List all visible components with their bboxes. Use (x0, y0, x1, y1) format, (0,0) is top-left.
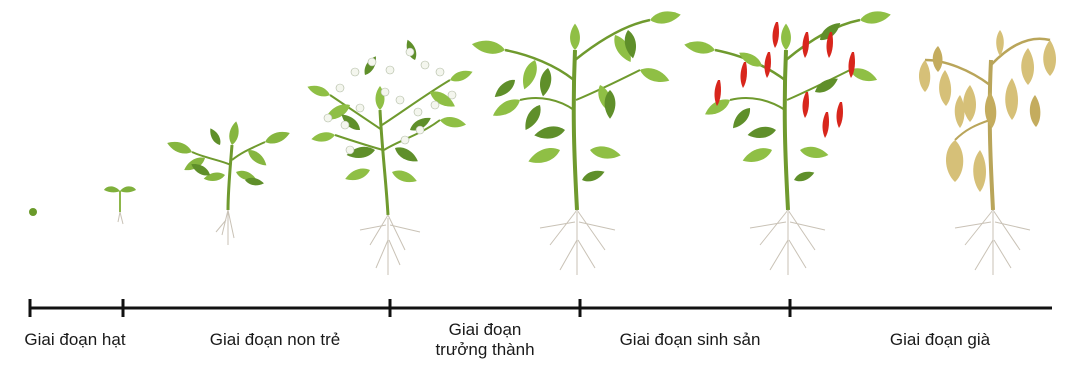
seed-illustration (29, 208, 37, 216)
stage-label-aged: Giai đoạn già (860, 330, 1020, 350)
timeline-axis (30, 299, 1052, 317)
stage-label-young: Giai đoạn non trẻ (180, 330, 370, 350)
stage-label-mature-line2: trưởng thành (420, 340, 550, 360)
aged-plant-illustration (919, 30, 1056, 275)
stage-label-seed: Giai đoạn hạt (0, 330, 150, 350)
stage-label-mature-line1: Giai đoạn (420, 320, 550, 340)
mature-plant-illustration (471, 9, 682, 275)
young-plant-illustration (165, 121, 291, 245)
stage-label-mature: Giai đoạn trưởng thành (420, 320, 550, 360)
fruiting-plant-illustration (683, 9, 891, 275)
flowering-plant-illustration (306, 38, 474, 275)
stage-label-reproductive: Giai đoạn sinh sản (595, 330, 785, 350)
sprout-illustration (104, 186, 136, 224)
